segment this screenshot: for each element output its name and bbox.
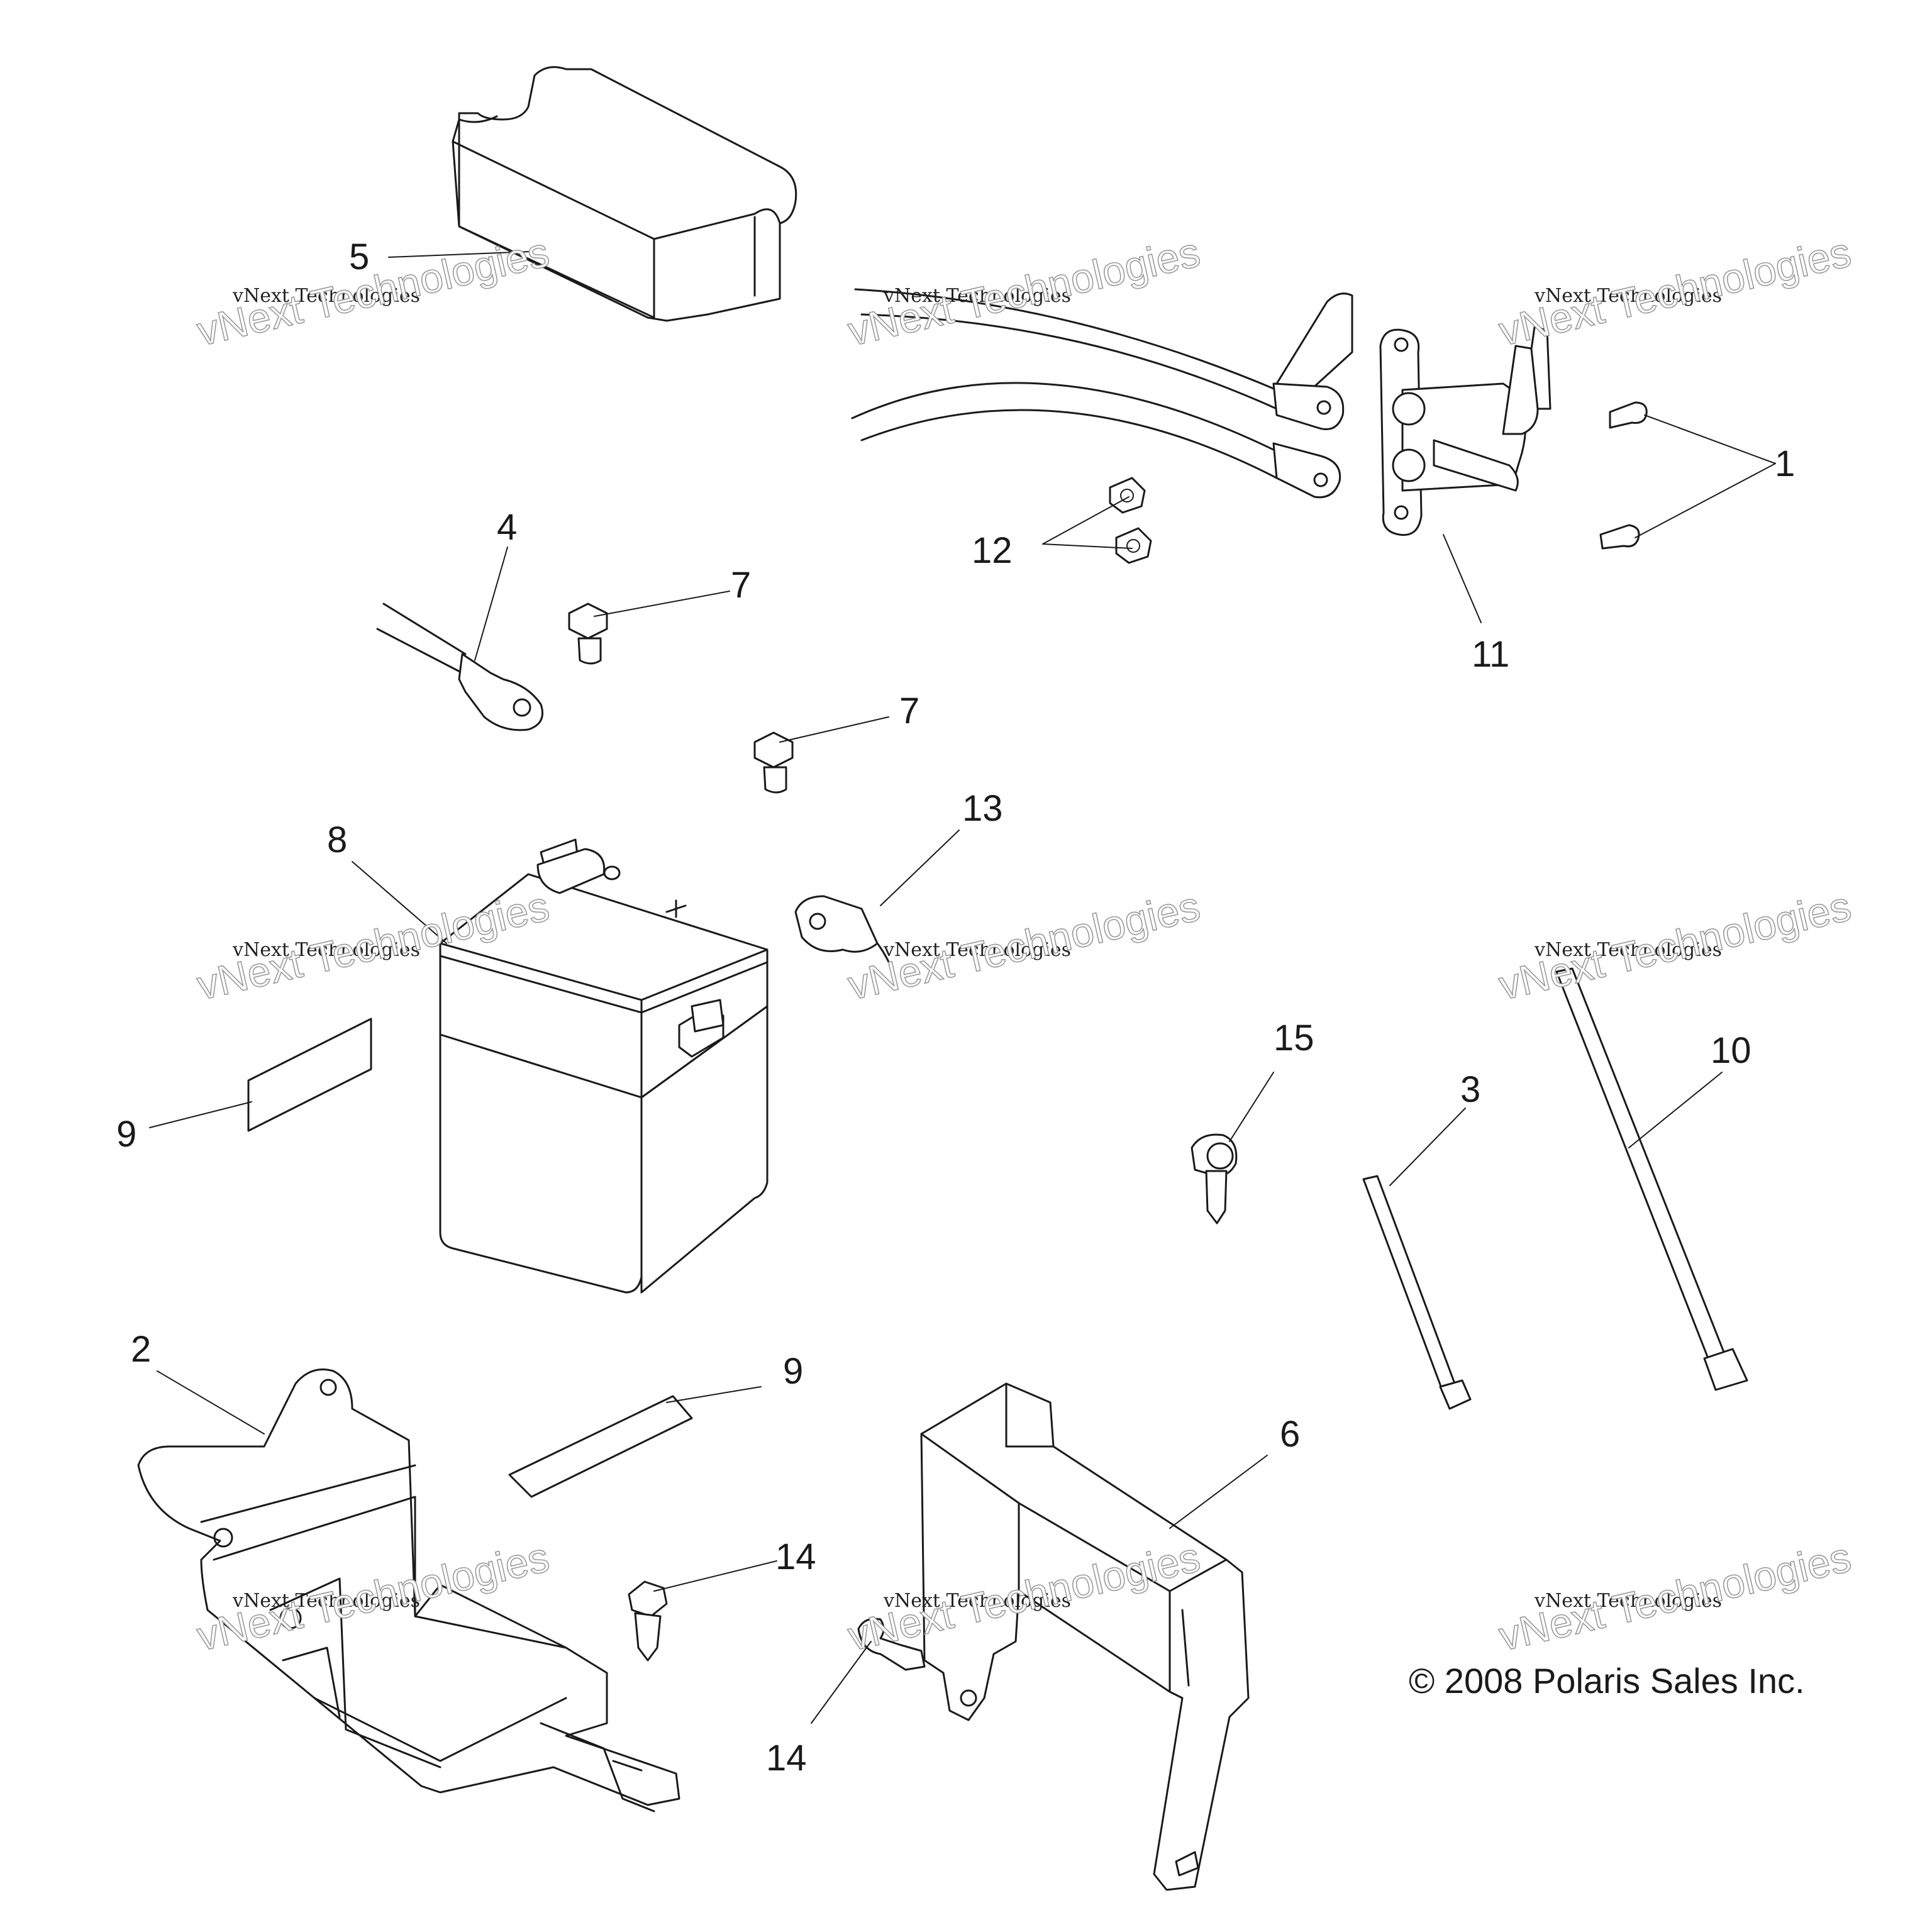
svg-text:vNext Technologies: vNext Technologies: [1534, 285, 1722, 307]
part-6-bracket: [920, 1382, 1250, 1891]
part-13-terminal: [794, 895, 894, 973]
part-2-battery-box: [137, 1368, 680, 1813]
part-4-cable: [376, 602, 543, 731]
svg-text:vNext Technologies: vNext Technologies: [883, 1590, 1071, 1612]
part-3-strap: [1362, 1175, 1472, 1410]
watermark: vNext Technologies vNext Technologies: [1494, 882, 1856, 1009]
watermark: vNext Technologies vNext Technologies: [1494, 228, 1856, 355]
part-14-screw-b: [857, 1618, 926, 1671]
callout-14b: 14: [766, 1738, 807, 1779]
part-14-screw-a: [628, 1580, 668, 1662]
svg-text:vNext Technologies: vNext Technologies: [883, 939, 1071, 961]
callout-13: 13: [962, 788, 1003, 829]
callout-labels: 1 2 3 4 5 6 7 7 8 9 9 10 11 12 13 14 14 …: [116, 236, 1795, 1779]
svg-text:vNext Technologies: vNext Technologies: [232, 1590, 420, 1612]
watermark: vNext Technologies vNext Technologies: [1494, 1533, 1856, 1660]
callout-4: 4: [497, 507, 517, 548]
leader-lines: [149, 251, 1776, 1724]
watermark: vNext Technologies vNext Technologies: [843, 882, 1205, 1009]
cable-assembly: [851, 288, 1353, 499]
callout-8: 8: [327, 819, 347, 860]
part-5-module-box: [452, 66, 797, 322]
watermark: vNext Technologies vNext Technologies: [192, 228, 554, 355]
callout-2: 2: [131, 1329, 151, 1370]
part-9-label-a: [247, 1018, 372, 1132]
callout-14a: 14: [775, 1536, 816, 1577]
watermark: vNext Technologies vNext Technologies: [843, 228, 1205, 355]
part-1-screws: [1599, 401, 1648, 550]
part-9-label-b: [508, 1395, 693, 1498]
callout-1: 1: [1775, 443, 1795, 484]
part-7-bolt-a: [568, 602, 608, 665]
callout-7a: 7: [731, 565, 751, 606]
callout-3: 3: [1460, 1069, 1480, 1110]
callout-15: 15: [1274, 1018, 1314, 1058]
part-11-solenoid: [1379, 326, 1552, 536]
callout-5: 5: [349, 236, 369, 277]
svg-text:vNext Technologies: vNext Technologies: [1534, 1590, 1722, 1612]
copyright-text: © 2008 Polaris Sales Inc.: [1409, 1661, 1805, 1701]
callout-10: 10: [1711, 1030, 1752, 1071]
callout-9b: 9: [783, 1351, 803, 1392]
svg-text:vNext Technologies: vNext Technologies: [232, 939, 420, 961]
svg-text:vNext Technologies: vNext Technologies: [1534, 939, 1722, 961]
part-12-nuts: [1109, 477, 1152, 564]
callout-11: 11: [1472, 634, 1509, 675]
part-15-clip: [1191, 1133, 1238, 1224]
callout-9a: 9: [116, 1114, 136, 1155]
part-7-bolt-b: [753, 731, 794, 794]
callout-7b: 7: [899, 691, 919, 731]
svg-text:vNext Technologies: vNext Technologies: [232, 285, 420, 307]
callout-6: 6: [1280, 1414, 1300, 1455]
callout-12: 12: [972, 530, 1013, 571]
svg-text:vNext Technologies: vNext Technologies: [883, 285, 1071, 307]
part-10-strap: [1555, 967, 1748, 1391]
part-8-battery: [439, 838, 769, 1294]
